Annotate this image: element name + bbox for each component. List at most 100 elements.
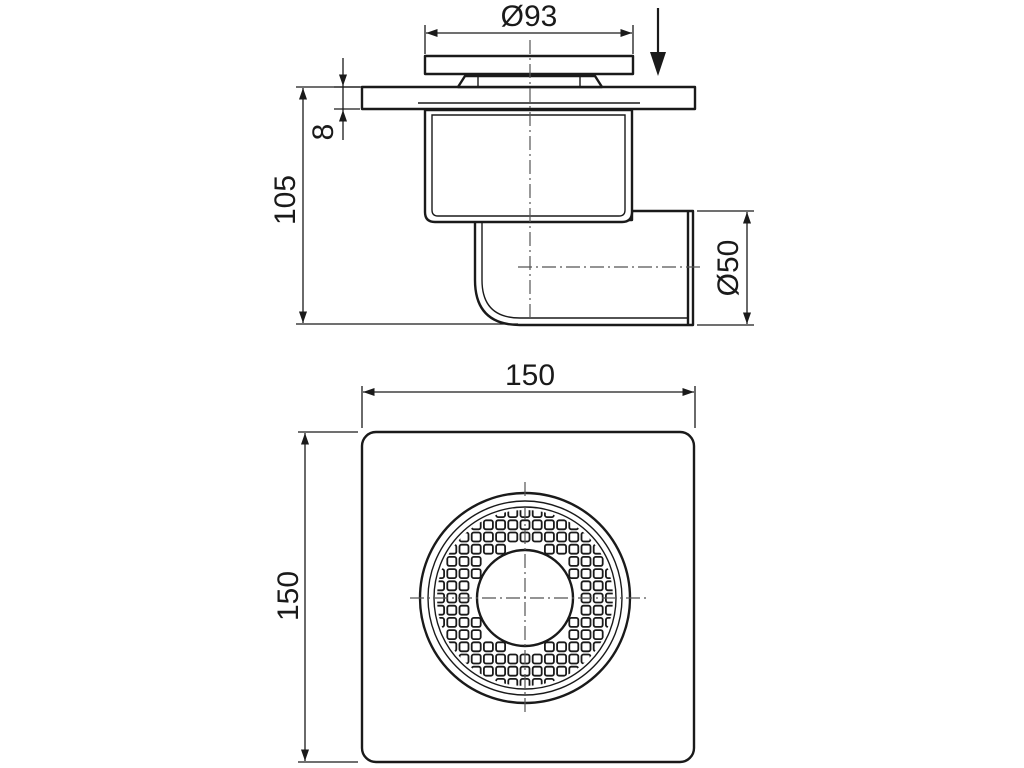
- grate-hole: [458, 641, 470, 653]
- grate-hole: [507, 665, 519, 677]
- grate-hole: [568, 531, 580, 543]
- grate-hole: [458, 556, 470, 567]
- grate-hole: [446, 556, 458, 567]
- grate-hole: [470, 653, 482, 665]
- grate-hole: [495, 519, 507, 531]
- dimension-height: 150: [272, 431, 358, 763]
- grate-hole: [544, 519, 555, 531]
- grate-hole: [470, 641, 482, 653]
- grate-hole: [568, 629, 580, 640]
- drain-flange: [360, 85, 697, 111]
- grate-hole: [556, 543, 567, 555]
- grate-hole: [458, 580, 470, 592]
- grate-hole: [470, 629, 482, 640]
- dim-label-grate-diameter: Ø93: [501, 0, 558, 33]
- grate-hole: [568, 543, 580, 555]
- grate-hole: [470, 543, 482, 555]
- grate-hole: [568, 617, 580, 628]
- dimension-outlet-diameter: Ø50: [697, 210, 754, 326]
- grate-hole: [458, 568, 470, 579]
- grate-hole: [556, 665, 567, 677]
- dim-label-height: 150: [272, 571, 305, 621]
- dimension-width: 150: [361, 359, 696, 428]
- top-view: 150 150: [272, 359, 696, 764]
- grate-hole: [544, 653, 555, 665]
- grate-hole: [544, 531, 555, 543]
- grate-hole: [446, 617, 458, 628]
- grate-hole: [495, 531, 507, 543]
- grate-hole: [531, 531, 543, 543]
- flow-arrow-icon: [650, 8, 666, 76]
- grate-hole: [482, 519, 494, 531]
- grate-hole: [580, 580, 592, 592]
- grate-hole: [482, 665, 494, 677]
- grate-hole: [592, 617, 604, 628]
- grate-hole: [580, 543, 592, 555]
- grate-hole: [568, 556, 580, 567]
- grate-hole: [592, 592, 604, 604]
- dim-label-flange-thickness: 8: [307, 124, 340, 141]
- grate-hole: [446, 629, 458, 640]
- grate-hole: [446, 568, 458, 579]
- grate-hole: [592, 604, 604, 616]
- grate-hole: [470, 531, 482, 543]
- grate-hole: [507, 531, 519, 543]
- grate-hole: [495, 543, 507, 555]
- grate-hole: [482, 543, 494, 555]
- grate-hole: [446, 604, 458, 616]
- grate-hole: [495, 641, 507, 653]
- side-view: Ø93 8 105 Ø50: [269, 0, 754, 327]
- grate-hole: [544, 641, 555, 653]
- grate-hole: [580, 556, 592, 567]
- grate-hole: [470, 556, 482, 567]
- grate-hole: [446, 580, 458, 592]
- grate-hole: [458, 629, 470, 640]
- grate-hole: [556, 519, 567, 531]
- drain-body: [423, 108, 634, 224]
- grate-hole: [482, 531, 494, 543]
- grate-hole: [580, 641, 592, 653]
- grate-hole: [458, 617, 470, 628]
- grate-hole: [495, 653, 507, 665]
- grate-hole: [580, 617, 592, 628]
- dimension-flange-thickness: 8: [307, 58, 360, 140]
- grate-hole: [592, 580, 604, 592]
- grate-hole: [556, 641, 567, 653]
- grate-neck: [456, 74, 604, 89]
- grate-hole: [556, 531, 567, 543]
- grate-hole: [592, 568, 604, 579]
- grate-hole: [470, 617, 482, 628]
- grate-hole: [531, 653, 543, 665]
- grate-hole: [458, 604, 470, 616]
- dimension-grate-diameter: Ø93: [424, 0, 634, 54]
- grate-hole: [568, 641, 580, 653]
- grate-hole: [495, 665, 507, 677]
- grate-hole: [580, 629, 592, 640]
- grate-hole: [446, 592, 458, 604]
- grate-hole: [592, 556, 604, 567]
- outlet-elbow: [473, 209, 695, 327]
- grate-hole: [507, 519, 519, 531]
- dim-label-width: 150: [505, 359, 555, 392]
- outlet-elbow-inner: [481, 222, 688, 319]
- grate-hole: [556, 653, 567, 665]
- grate-hole: [580, 568, 592, 579]
- grate-hole: [544, 665, 555, 677]
- grate-hole: [568, 568, 580, 579]
- grate-hole: [544, 543, 555, 555]
- grate-hole: [482, 653, 494, 665]
- grate-plate: [423, 54, 635, 76]
- dim-label-total-height: 105: [269, 175, 302, 225]
- grate-hole: [507, 653, 519, 665]
- grate-hole: [470, 568, 482, 579]
- grate-hole: [568, 653, 580, 665]
- dimension-total-height: 105: [269, 86, 518, 325]
- grate-hole: [592, 629, 604, 640]
- grate-hole: [458, 543, 470, 555]
- grate-hole: [482, 641, 494, 653]
- drain-body-inner: [431, 114, 626, 217]
- grate-hole: [531, 665, 543, 677]
- dim-label-outlet-diameter: Ø50: [712, 240, 745, 297]
- grate-hole: [580, 604, 592, 616]
